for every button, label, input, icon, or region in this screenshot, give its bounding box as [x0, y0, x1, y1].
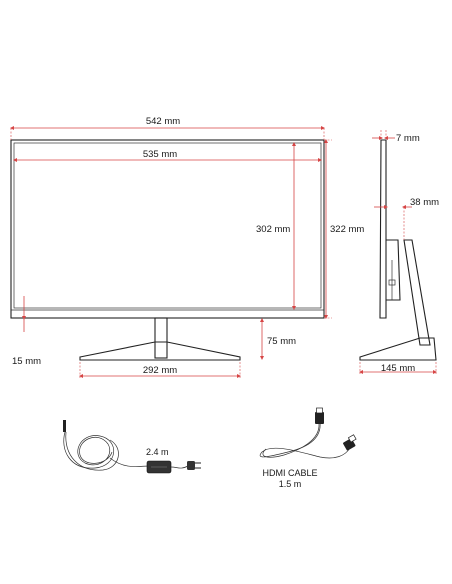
label-stand-height: 75 mm: [267, 336, 296, 347]
dc-plug: [63, 420, 66, 432]
stand-base: [79, 341, 241, 361]
label-power-cable-length: 2.4 m: [146, 447, 169, 457]
label-hdmi-length: 1.5 m: [279, 479, 302, 489]
dim-depth-top: 7 mm: [372, 130, 420, 144]
side-stand-base: [359, 337, 437, 361]
front-view: [10, 139, 325, 361]
wall-plug: [187, 461, 195, 470]
dim-stand-height: 75 mm: [260, 318, 296, 360]
stand-neck: [154, 317, 168, 359]
side-view: [359, 139, 437, 361]
dim-bottom-bezel: 15 mm: [12, 296, 41, 367]
rear-housing: [386, 239, 401, 301]
hdmi-cable-icon: [259, 407, 357, 459]
label-hdmi-cable: HDMI CABLE: [262, 468, 317, 478]
side-panel: [379, 139, 387, 319]
label-overall-height: 322 mm: [330, 224, 364, 235]
label-stand-width: 292 mm: [143, 365, 177, 376]
label-stand-depth: 145 mm: [381, 363, 415, 374]
label-depth-top: 7 mm: [396, 133, 420, 144]
dim-stand-depth: 145 mm: [359, 362, 437, 374]
dim-screen-width: 535 mm: [13, 148, 322, 162]
label-bottom-bezel: 15 mm: [12, 356, 41, 367]
dim-overall-width: 542 mm: [10, 115, 325, 140]
side-stand-arm: [403, 239, 431, 346]
dim-overall-height: 322 mm: [324, 139, 364, 319]
hdmi-connector-top: [315, 412, 324, 424]
monitor-screen: [13, 142, 322, 309]
label-screen-height: 302 mm: [256, 224, 290, 235]
power-adapter-icon: [63, 420, 201, 474]
label-screen-width: 535 mm: [143, 149, 177, 160]
dim-stand-width: 292 mm: [79, 362, 241, 378]
label-overall-width: 542 mm: [146, 116, 180, 127]
hinge-knob: [388, 279, 396, 286]
dim-screen-height: 302 mm: [256, 142, 296, 310]
label-depth-neck: 38 mm: [410, 197, 439, 208]
dim-depth-neck: 38 mm: [374, 197, 439, 240]
